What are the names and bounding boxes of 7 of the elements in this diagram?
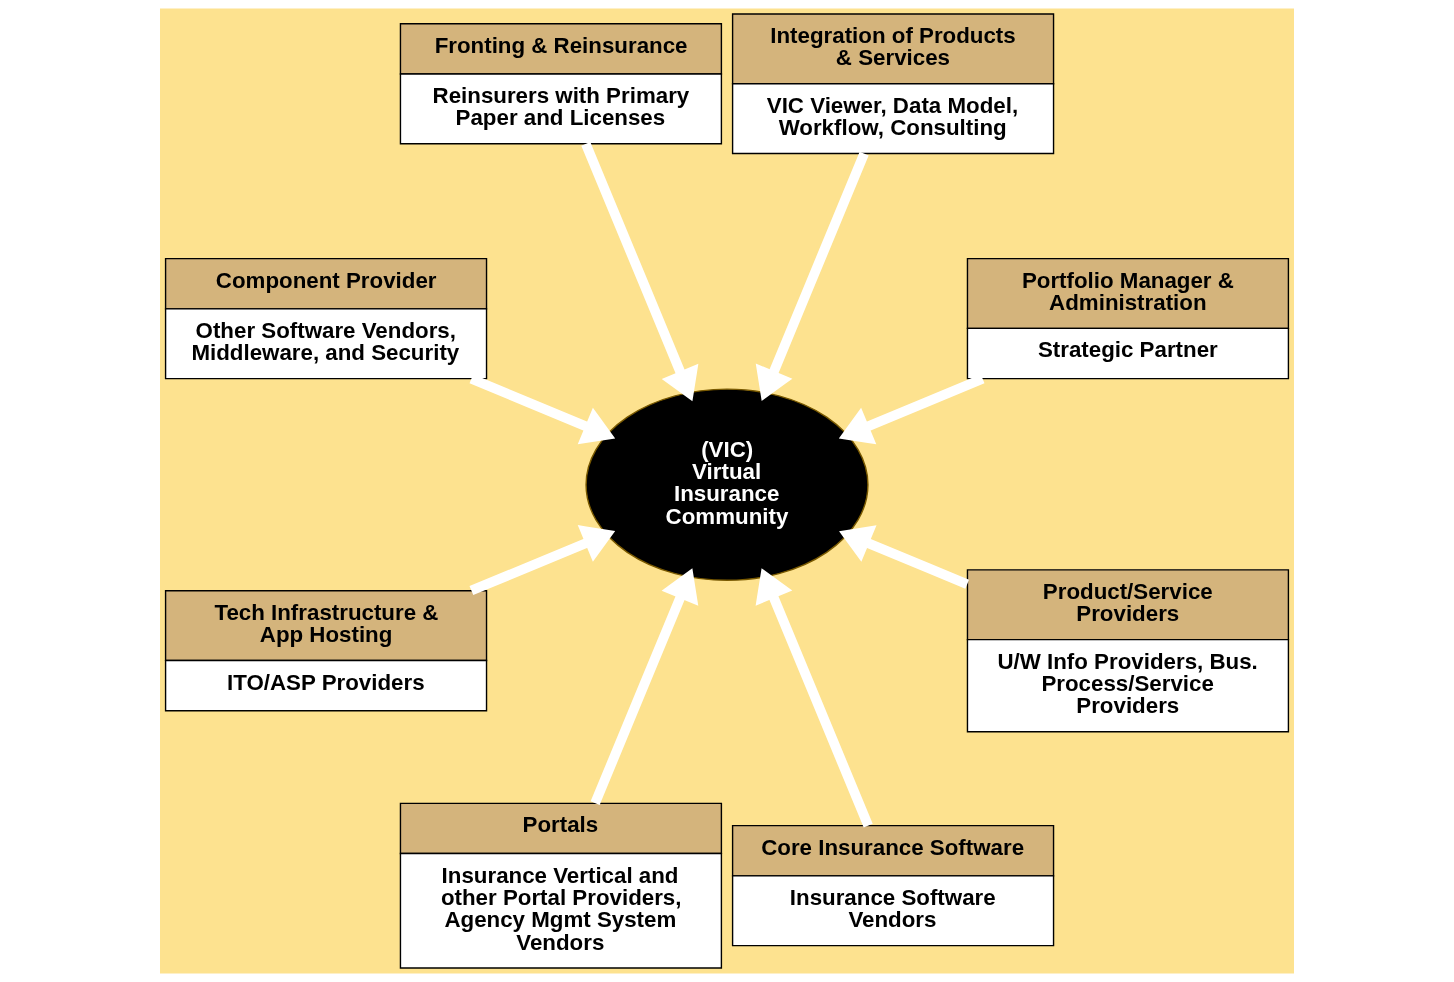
- arrow: [469, 525, 616, 596]
- arrow: [581, 141, 699, 402]
- arrow: [839, 525, 970, 589]
- node-ellipse: (VIC) Virtual Insurance Community: [585, 388, 869, 581]
- arrow: [755, 568, 873, 828]
- arrow: [590, 568, 699, 805]
- arrow: [755, 151, 869, 401]
